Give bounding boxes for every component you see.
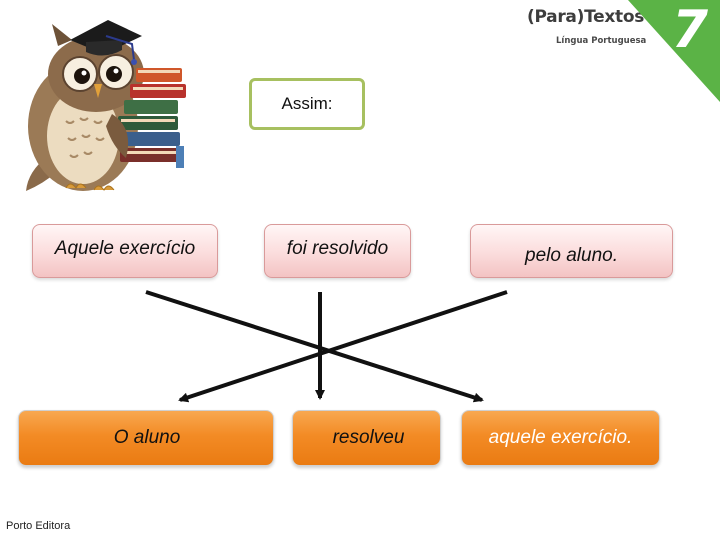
passive-agent-text: pelo aluno. — [525, 245, 618, 267]
active-subject-box: O aluno — [18, 410, 274, 466]
passive-agent-box: pelo aluno. — [470, 224, 673, 278]
passive-verb-box: foi resolvido — [264, 224, 411, 278]
intro-label: Assim: — [282, 94, 333, 114]
passive-subject-box: Aquele exercício — [32, 224, 218, 278]
arrow-subject-to-object — [146, 292, 482, 400]
passive-verb-text: foi resolvido — [287, 238, 388, 260]
active-verb-box: resolveu — [292, 410, 441, 466]
active-subject-text: O aluno — [114, 427, 181, 449]
grade-number: 7 — [672, 4, 708, 56]
active-object-box: aquele exercício. — [461, 410, 660, 466]
brand-title: (Para)Textos — [527, 7, 644, 27]
intro-label-box: Assim: — [249, 78, 365, 130]
active-verb-text: resolveu — [333, 427, 405, 449]
publisher-footer: Porto Editora — [6, 520, 70, 532]
passive-subject-text: Aquele exercício — [55, 238, 195, 260]
owl-mascot-icon — [8, 6, 208, 206]
active-object-text: aquele exercício. — [489, 427, 633, 449]
arrow-agent-to-subject — [180, 292, 507, 400]
